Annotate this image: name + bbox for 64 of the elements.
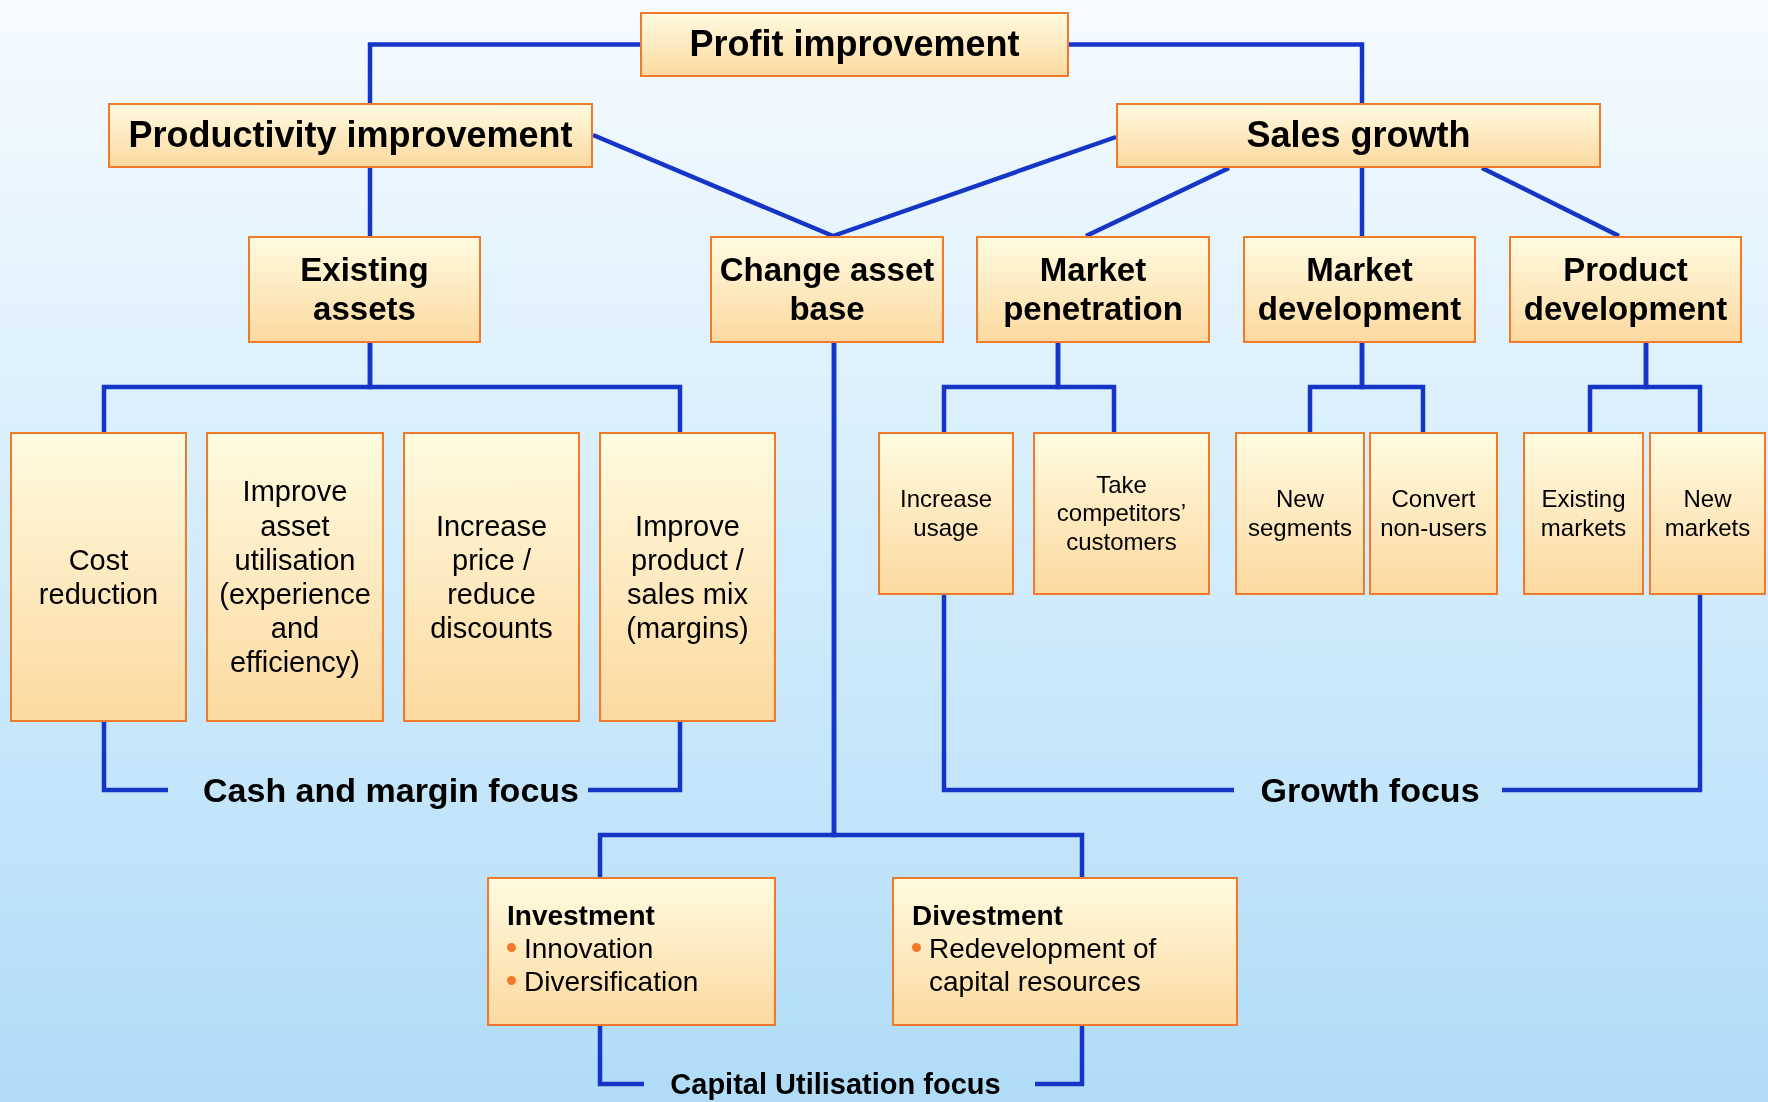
connector-line	[1481, 166, 1620, 238]
box-text: New segments	[1246, 485, 1354, 542]
list-heading: Divestment	[912, 899, 1063, 933]
connector-line	[831, 343, 1085, 877]
process-box	[108, 103, 593, 168]
connector-line	[1035, 1026, 1085, 1087]
connector-line	[1502, 595, 1703, 793]
connector-line	[367, 168, 373, 236]
box-text: Increase usage	[898, 485, 994, 542]
process-box	[976, 236, 1210, 343]
connector-line	[592, 132, 834, 239]
process-box	[10, 432, 187, 722]
process-box	[599, 432, 776, 722]
box-text: Sales growth	[1246, 114, 1471, 157]
box-text: Existing assets	[299, 250, 430, 329]
box-text: Market development	[1256, 250, 1463, 329]
process-box	[640, 12, 1069, 77]
process-box	[1116, 103, 1601, 168]
connector-line	[1069, 42, 1365, 103]
box-text: Product development	[1522, 250, 1729, 329]
process-box	[1649, 432, 1766, 595]
box-text: Cost reduction	[37, 542, 160, 612]
process-box	[1509, 236, 1742, 343]
process-box	[878, 432, 1014, 595]
focus-label: Capital Utilisation focus	[670, 1066, 1001, 1102]
box-text: Improve product / sales mix (margins)	[625, 508, 750, 646]
connector-line	[832, 134, 1117, 239]
process-box	[1369, 432, 1498, 595]
connector-line	[101, 722, 168, 793]
box-text: Convert non-users	[1379, 485, 1488, 542]
process-box	[1033, 432, 1210, 595]
process-box	[710, 236, 944, 343]
bullet-text: Diversification	[524, 965, 699, 999]
process-box	[403, 432, 580, 722]
connector-line	[1359, 343, 1426, 432]
list-box	[892, 877, 1238, 1026]
bullet-text: Redevelopment of capital resources	[929, 932, 1158, 999]
bullet-text: Innovation	[524, 932, 654, 966]
process-box	[248, 236, 481, 343]
process-box	[1523, 432, 1644, 595]
focus-label: Growth focus	[1260, 769, 1480, 811]
box-text: Increase price / reduce discounts	[429, 508, 554, 646]
process-box	[1243, 236, 1476, 343]
box-text: New markets	[1663, 485, 1752, 542]
focus-label: Cash and margin focus	[203, 769, 579, 811]
list-box	[487, 877, 776, 1026]
connector-line	[1055, 343, 1117, 432]
box-text: Existing markets	[1539, 485, 1628, 542]
box-text: Improve asset utilisation (experience and efficiency)	[218, 474, 372, 680]
connector-line	[941, 595, 1234, 793]
connector-line	[588, 722, 683, 793]
connector-line	[1359, 168, 1365, 236]
connector-line	[367, 343, 683, 432]
process-box	[1235, 432, 1365, 595]
box-text: Profit improvement	[689, 23, 1020, 66]
box-text: Take competitors’ customers	[1055, 471, 1188, 556]
connector-line	[1643, 343, 1703, 432]
box-text: Productivity improvement	[128, 114, 573, 157]
box-text: Change asset base	[718, 250, 936, 329]
box-text: Market penetration	[1002, 250, 1184, 329]
process-box	[206, 432, 384, 722]
list-heading: Investment	[507, 899, 655, 933]
connector-line	[367, 42, 640, 103]
connector-line	[597, 1026, 644, 1087]
